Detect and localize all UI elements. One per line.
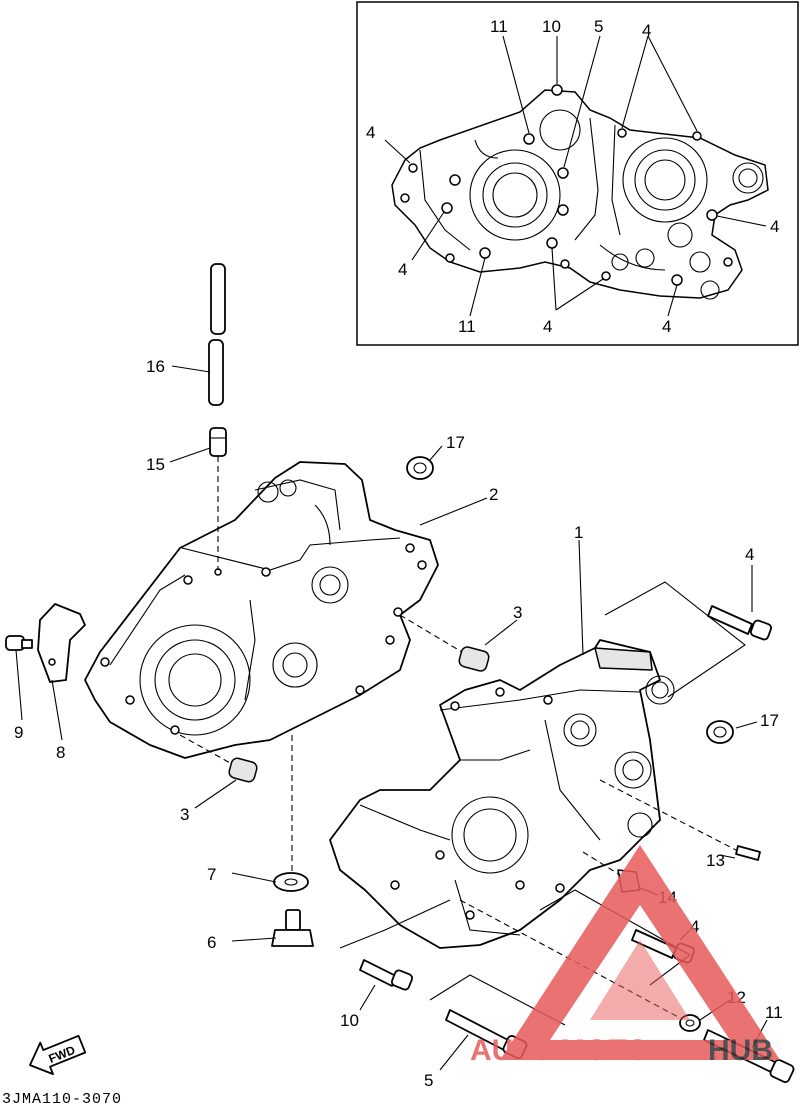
part-7-washer (273, 735, 309, 892)
callout-3-left: 3 (180, 805, 189, 824)
callout-9: 9 (14, 723, 23, 742)
part-6-drain-bolt (271, 909, 314, 947)
inset-leaders (384, 35, 767, 317)
watermark-text-moto: MOTO (560, 1034, 649, 1067)
part-16-pipe (208, 263, 226, 406)
part-3-dowel-left (179, 734, 258, 783)
callout-11: 11 (765, 1003, 783, 1022)
watermark-logo: AUTO MOTO HUB (470, 845, 780, 1067)
inset-label-11-top: 11 (490, 17, 508, 36)
callout-17-right: 17 (760, 711, 779, 730)
left-crankcase-holes (100, 543, 427, 735)
callout-16: 16 (146, 357, 165, 376)
part-17-seal-right (706, 720, 734, 744)
watermark-text-auto: AUTO (470, 1034, 554, 1067)
inset-label-4-top: 4 (642, 21, 651, 40)
callout-15: 15 (146, 455, 165, 474)
part-catalog-code: 3JMA110-3070 (2, 1091, 123, 1108)
part-10-bolt (339, 899, 451, 991)
part-9-screw (5, 635, 33, 651)
inset-frame (356, 1, 799, 346)
watermark-triangle-icon (500, 845, 780, 1060)
inset-label-5: 5 (594, 17, 603, 36)
inset-view: 11 10 5 4 4 4 4 11 4 4 (356, 1, 799, 346)
inset-label-4-left-lower: 4 (398, 260, 407, 279)
inset-label-4-left-upper: 4 (366, 123, 375, 142)
right-crankcase-holes (390, 687, 565, 920)
watermark-text-hub: HUB (708, 1034, 773, 1067)
callout-4-mid: 4 (690, 917, 699, 936)
part-13-screw (599, 779, 761, 861)
left-crankcase-half (84, 461, 439, 759)
callout-4-top: 4 (745, 545, 754, 564)
part-15-dowel (209, 427, 227, 570)
fwd-arrow: FWD (29, 1034, 87, 1076)
callout-10: 10 (340, 1011, 359, 1030)
inset-label-4-bottom-mid: 4 (543, 317, 552, 336)
inset-crankcase-outline (391, 89, 769, 299)
callout-6: 6 (207, 933, 216, 952)
right-crankcase-half (329, 639, 675, 949)
part-17-seal-top (406, 456, 434, 480)
part-4-bolt-top (604, 581, 772, 698)
inset-label-4-right: 4 (770, 217, 779, 236)
part-8-bracket (37, 603, 86, 683)
callout-13: 13 (706, 851, 725, 870)
inset-label-10: 10 (542, 17, 561, 36)
callout-7: 7 (207, 865, 216, 884)
callout-3-right: 3 (513, 603, 522, 622)
callout-5: 5 (424, 1071, 433, 1090)
callout-1: 1 (574, 523, 583, 542)
inset-bolt-holes (400, 84, 733, 286)
inset-label-11-bottom: 11 (458, 317, 476, 336)
callout-17-top: 17 (446, 433, 465, 452)
callout-8: 8 (56, 743, 65, 762)
inset-label-4-bottom-right: 4 (662, 317, 671, 336)
callout-2: 2 (489, 485, 498, 504)
part-3-dowel-right (399, 614, 490, 672)
